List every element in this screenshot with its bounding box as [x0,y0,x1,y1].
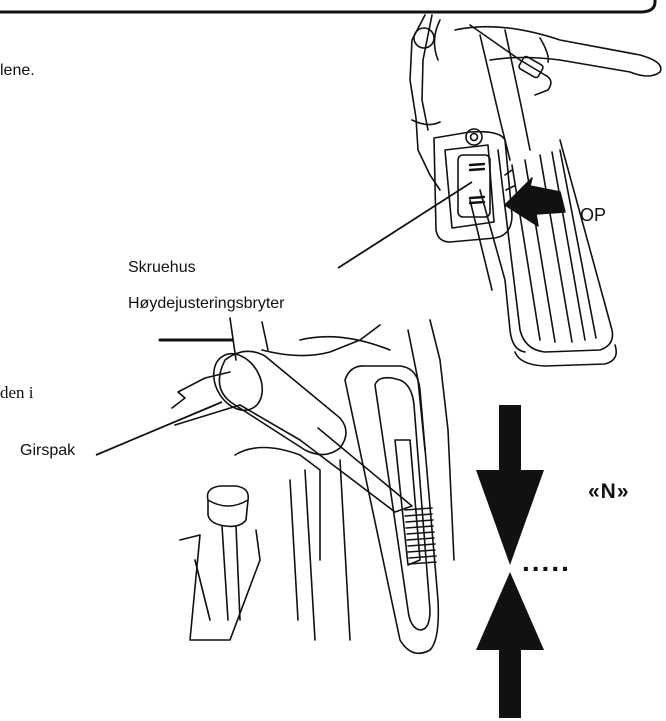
label-hoydejusteringsbryter: Høydejusteringsbryter [128,295,285,313]
frame-border [0,0,655,12]
label-op: OP [580,205,606,226]
body-text-fragment-2: den i [0,383,34,403]
body-text-fragment-1: lene. [0,62,35,80]
op-arrow [505,178,565,226]
label-skruehus: Skruehus [128,259,196,277]
gear-lever-drawing [160,318,454,653]
label-girspak: Girspak [20,442,75,460]
leader-girspak [96,402,222,455]
label-neutral: «N» [588,480,630,504]
neutral-dots: ..... [522,550,571,574]
